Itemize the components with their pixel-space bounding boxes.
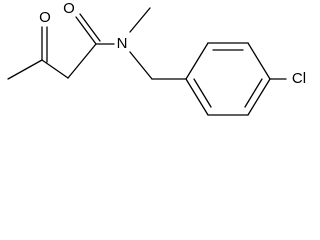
chlorine-label: Cl bbox=[292, 70, 306, 87]
bond-amide-co-double-b bbox=[79, 13, 101, 42]
bond-n-benzyl bbox=[129, 51, 153, 80]
structural-formula: O O N Cl bbox=[7, 0, 306, 116]
ring-bond-3 bbox=[247, 42, 271, 80]
ketone-oxygen-label: O bbox=[39, 9, 51, 26]
amide-nitrogen-label: N bbox=[117, 35, 128, 52]
ring-inner-double-2 bbox=[193, 78, 212, 108]
amide-oxygen-label: O bbox=[63, 0, 75, 17]
ring-bond-4 bbox=[247, 78, 271, 116]
bond-amide-co-double-a bbox=[75, 16, 97, 45]
ring-inner-double-3 bbox=[244, 78, 263, 108]
bond-ch2-camide bbox=[67, 43, 97, 79]
ring-bond-6 bbox=[185, 78, 209, 116]
bond-ch3-c-ketone bbox=[7, 59, 43, 80]
ring-bond-1 bbox=[185, 42, 209, 80]
bond-cketone-ch2 bbox=[41, 59, 69, 79]
bond-n-methyl bbox=[129, 7, 151, 33]
